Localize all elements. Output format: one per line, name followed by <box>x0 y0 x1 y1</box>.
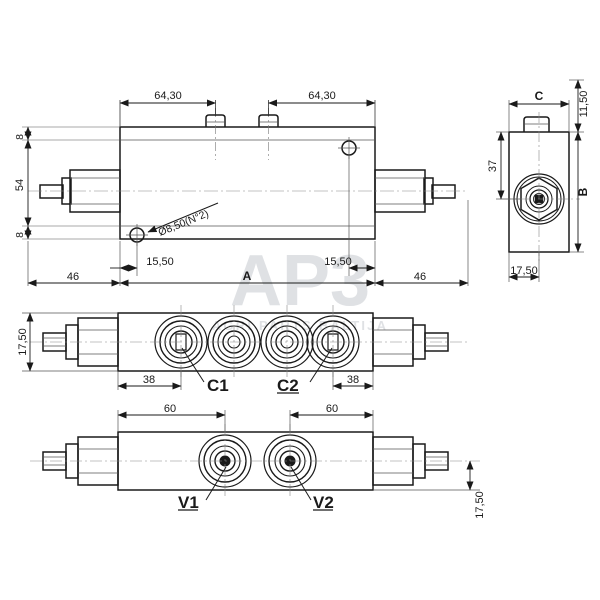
bottom-view <box>30 424 480 498</box>
port-label-underlines <box>178 392 333 511</box>
hole-callout-leader <box>147 202 219 233</box>
port-label-c1: C1 <box>207 376 229 395</box>
dim-bottom-overall-A: A <box>243 269 252 283</box>
dim-front-right-38: 38 <box>347 374 359 386</box>
bottom-view-dimensions <box>117 410 480 501</box>
side-view-centerlines <box>500 112 580 262</box>
port-label-v1: V1 <box>178 493 199 512</box>
port-label-c2: C2 <box>277 376 299 395</box>
front-view-dimensions <box>22 312 374 390</box>
top-view-boss-centerlines <box>215 108 269 160</box>
dim-bottom-view-left-60: 60 <box>164 403 176 415</box>
dim-side-37: 37 <box>487 160 499 172</box>
dim-bottom-right-hole-1550: 15,50 <box>324 256 352 268</box>
dim-side-1750: 17,50 <box>510 265 538 277</box>
port-label-v2: V2 <box>313 493 334 512</box>
dim-bottom-left-hole-1550: 15,50 <box>146 256 174 268</box>
dim-bottom-right-46: 46 <box>414 271 426 283</box>
dim-left-lower-8: 8 <box>14 232 26 238</box>
bottom-view-centerlines <box>30 424 480 498</box>
dim-front-height-1750: 17,50 <box>17 328 29 356</box>
top-view-left-dimensions <box>22 126 120 240</box>
top-view <box>28 108 468 246</box>
dim-side-height-B: B <box>576 187 590 196</box>
dim-left-upper-8: 8 <box>14 134 26 140</box>
side-view-boss <box>523 116 550 132</box>
dim-bottom-view-height-1750: 17,50 <box>474 491 486 519</box>
dim-top-right-6430: 64,30 <box>308 90 336 102</box>
dim-bottom-view-right-60: 60 <box>326 403 338 415</box>
dim-bottom-left-46: 46 <box>67 271 79 283</box>
dim-side-1150: 11,50 <box>578 91 590 118</box>
top-view-bottom-dimensions <box>27 156 469 287</box>
top-view-mounting-hole-left <box>126 224 148 246</box>
dim-side-width-C: C <box>535 89 544 103</box>
top-view-mounting-hole-right <box>338 137 360 159</box>
front-view <box>30 305 470 380</box>
side-view-dimensions <box>496 79 584 282</box>
front-view-centerlines <box>30 305 470 380</box>
top-view-top-dimensions <box>119 99 376 126</box>
dim-front-left-38: 38 <box>143 374 155 386</box>
dim-left-middle-54: 54 <box>14 179 26 191</box>
dim-top-left-6430: 64,30 <box>154 90 182 102</box>
